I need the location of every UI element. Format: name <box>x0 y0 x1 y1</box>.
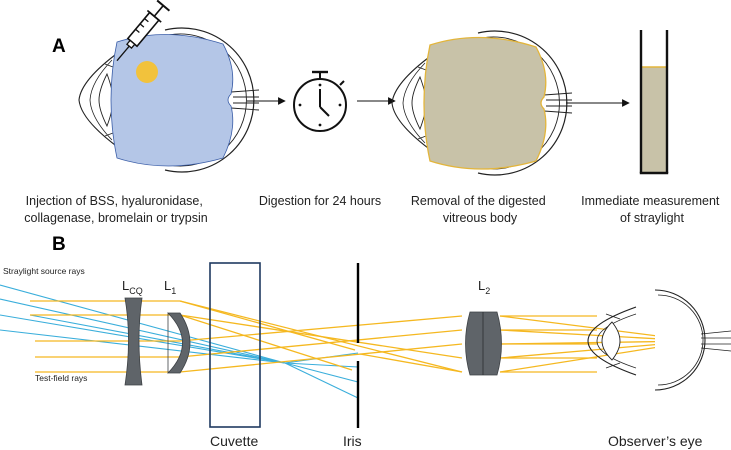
cuvette-measurement <box>639 30 669 175</box>
stopwatch-icon <box>293 70 347 132</box>
panel-a-label: A <box>52 36 66 57</box>
stray-ray-4 <box>0 329 286 364</box>
panel-b-label: B <box>52 234 66 255</box>
injection-dot <box>136 61 158 83</box>
test-ray-3 <box>35 315 463 342</box>
eye-digested <box>391 30 573 176</box>
eye-injection <box>78 27 260 173</box>
test-ray-2 <box>30 314 353 371</box>
observer-eye <box>587 289 731 391</box>
lens-l2 <box>465 311 502 376</box>
lens-lcq-label: LCQ <box>122 278 143 296</box>
stray-ray-2 <box>0 298 286 364</box>
caption-removal: Removal of the digested vitreous body <box>411 194 549 225</box>
test-field-rays-label: Test-field rays <box>35 373 87 383</box>
lens-l1-label: L1 <box>164 278 176 296</box>
caption-digestion: Digestion for 24 hours <box>259 194 381 208</box>
cuvette-frame <box>209 262 261 428</box>
syringe-icon <box>116 0 171 62</box>
stray-ray-8 <box>284 362 359 383</box>
cuvette-label: Cuvette <box>210 433 258 449</box>
stray-ray-1 <box>0 284 286 364</box>
vitreous-blue <box>110 34 234 167</box>
caption-measurement: Immediate measurement of straylight <box>581 194 723 225</box>
stray-ray-7 <box>284 362 359 368</box>
straylight-rays <box>0 284 359 399</box>
lens-l2-label: L2 <box>478 278 490 296</box>
lens-l1 <box>167 312 191 374</box>
stray-ray-3 <box>0 314 286 364</box>
lens-lcq <box>124 297 143 386</box>
straylight-rays-label: Straylight source rays <box>3 266 85 276</box>
converge-ray-3 <box>359 353 463 373</box>
iris-label: Iris <box>343 433 362 449</box>
observer-eye-label: Observer’s eye <box>608 433 703 449</box>
stray-ray-5 <box>29 314 286 364</box>
vitreous-digested <box>423 36 547 170</box>
caption-injection: Injection of BSS, hyaluronidase, collage… <box>24 194 207 225</box>
converge-ray-2 <box>179 314 463 359</box>
stray-ray-9 <box>284 362 359 399</box>
